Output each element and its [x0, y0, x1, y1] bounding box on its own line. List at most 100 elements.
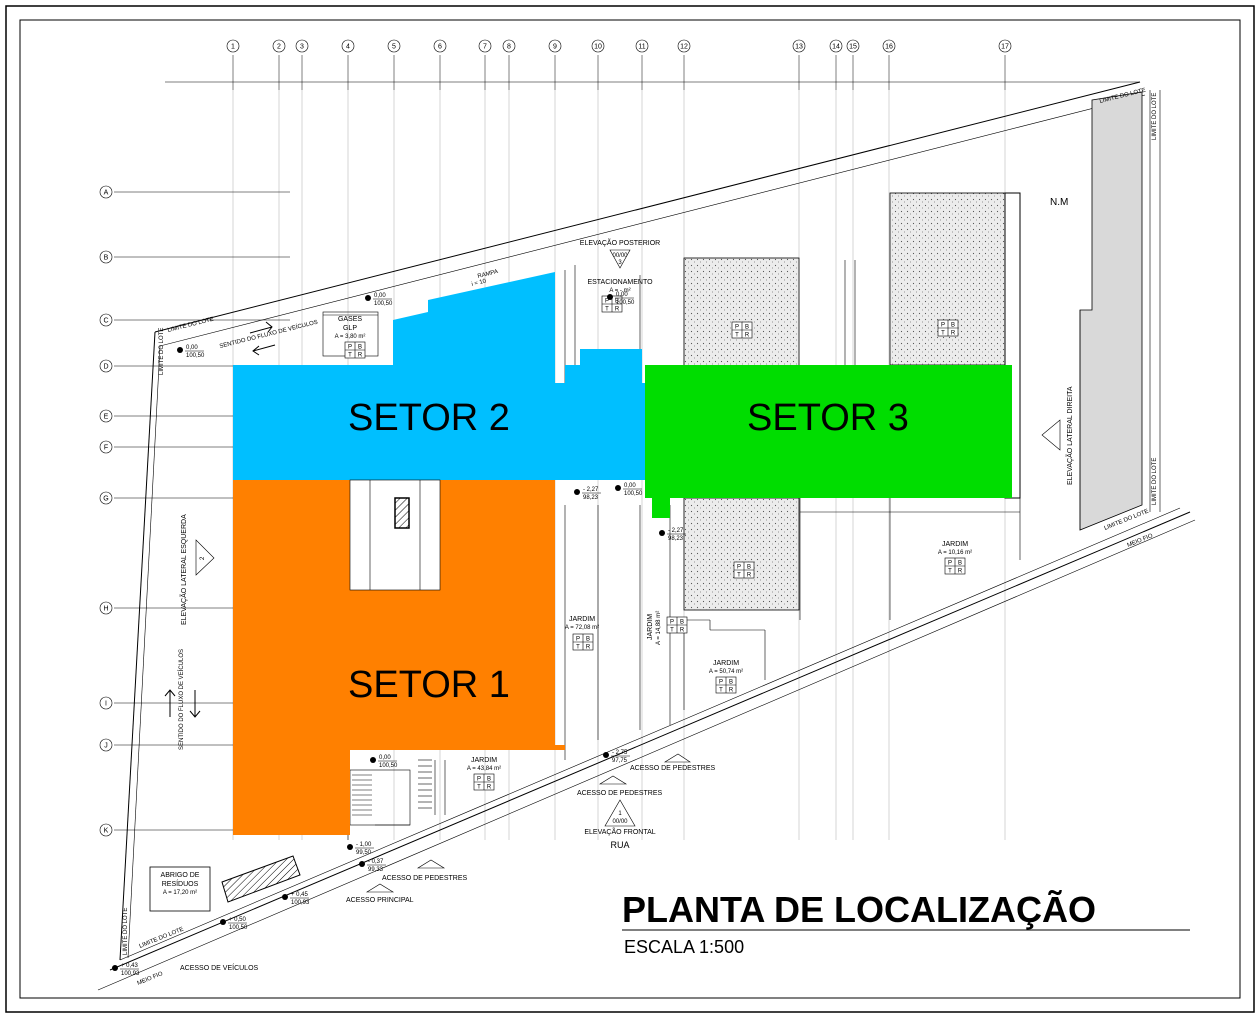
grid-col-label: 15	[849, 44, 857, 51]
limite-lote-left: LIMITE DO LOTE	[159, 328, 165, 375]
grid-col-label: 6	[438, 44, 442, 51]
grid-row-label: F	[104, 445, 108, 452]
acesso-pedestres-1: ACESSO DE PEDESTRES	[630, 765, 716, 772]
lot-boundary	[97, 81, 1196, 991]
rampa-slope: i = 10	[471, 278, 487, 288]
grid-row-bubble	[99, 313, 113, 327]
pbtr-r: R	[680, 628, 685, 634]
estacionamento-label: ESTACIONAMENTO	[587, 279, 653, 286]
pbtr-r: R	[487, 785, 492, 791]
flow-arrow-left	[252, 344, 276, 356]
pbtr-t: T	[948, 569, 952, 575]
setor-2-label: SETOR 2	[348, 397, 510, 439]
grid-col-bubble	[272, 39, 286, 53]
level-value: + 0,43	[121, 963, 139, 969]
grid-col-bubble	[998, 39, 1012, 53]
rampa-label: RAMPA	[477, 269, 499, 280]
acesso-marker-4	[365, 883, 395, 893]
setor-1-area	[233, 480, 565, 835]
level-marker: - 1,00 99,50	[347, 842, 374, 856]
pbtr-b: B	[745, 325, 749, 331]
grid-row-bubble	[99, 185, 113, 199]
pbtr-r: R	[729, 688, 734, 694]
grid-row-bubble	[99, 409, 113, 423]
level-elevation: 100,50	[374, 301, 393, 307]
acesso-marker-2	[598, 775, 628, 785]
pbtr-t: T	[735, 333, 739, 339]
setor-2-area	[233, 272, 645, 480]
grid-col-bubble	[433, 39, 447, 53]
acesso-marker-3	[416, 859, 446, 869]
level-elevation: 99,50	[356, 850, 372, 856]
level-elevation: 98,23	[583, 495, 599, 501]
grid-col-bubble	[502, 39, 516, 53]
abrigo-box	[149, 866, 211, 912]
pbtr-r: R	[747, 573, 752, 579]
building-outlines	[322, 192, 1081, 840]
grid-row-label: C	[103, 318, 108, 325]
level-value: - 1,00	[356, 842, 372, 848]
jardim-2-area: A = 43,84 m²	[467, 766, 501, 772]
grid-col-label: 7	[483, 44, 487, 51]
level-elevation: 100,50	[624, 491, 643, 497]
grid-col-bubble	[846, 39, 860, 53]
elev-posterior-label: ELEVAÇÃO POSTERIOR	[580, 238, 660, 247]
street-label: RUA	[610, 840, 629, 850]
grid-col-label: 9	[553, 44, 557, 51]
elev-lat-esq-num: 2	[200, 556, 206, 560]
acesso-pedestres-3: ACESSO DE PEDESTRES	[382, 875, 468, 882]
grid-row-bubble	[99, 440, 113, 454]
grid-col-label: 5	[392, 44, 396, 51]
elev-frontal-code: 00/00	[612, 819, 628, 825]
grid-row-label: K	[104, 828, 109, 835]
pbtr-p: P	[605, 299, 609, 305]
grid-col-label: 1	[231, 44, 235, 51]
grid-col-bubble	[591, 39, 605, 53]
pbtr-t: T	[348, 353, 352, 359]
level-value: - 0,37	[368, 859, 384, 865]
grid-row-bubble	[99, 250, 113, 264]
acesso-principal: ACESSO PRINCIPAL	[346, 897, 414, 904]
courtyard-3	[683, 497, 800, 611]
pbtr-b: B	[958, 561, 962, 567]
grid-col-bubble	[295, 39, 309, 53]
north-label: N.M	[1050, 197, 1068, 208]
grid-row-label: B	[104, 255, 109, 262]
grid-col-label: 11	[638, 44, 645, 51]
scale-label: ESCALA 1:500	[624, 937, 744, 957]
pbtr-r: R	[958, 569, 963, 575]
elev-posterior-num: 3	[618, 260, 622, 266]
flow-arrow-down	[189, 690, 201, 718]
jardim-5-label: JARDIM	[647, 614, 654, 640]
pbtr-t: T	[605, 307, 609, 313]
grid-col-label: 17	[1001, 44, 1009, 51]
level-elevation: 100,50	[616, 300, 635, 306]
pbtr-t: T	[941, 331, 945, 337]
pbtr-p: P	[477, 777, 481, 783]
flow-arrow-right	[249, 321, 273, 334]
jardim-3-label: JARDIM	[713, 660, 739, 667]
pbtr-t: T	[719, 688, 723, 694]
waste-shelter-hatched	[221, 855, 301, 903]
level-value: 0,00	[374, 293, 386, 299]
pbtr-t: T	[670, 628, 674, 634]
page-title: PLANTA DE LOCALIZAÇÃO	[622, 888, 1096, 930]
jardim-3-area: A = 50,74 m²	[709, 669, 743, 675]
pbtr-r: R	[586, 645, 591, 651]
acesso-marker-1	[663, 753, 691, 763]
